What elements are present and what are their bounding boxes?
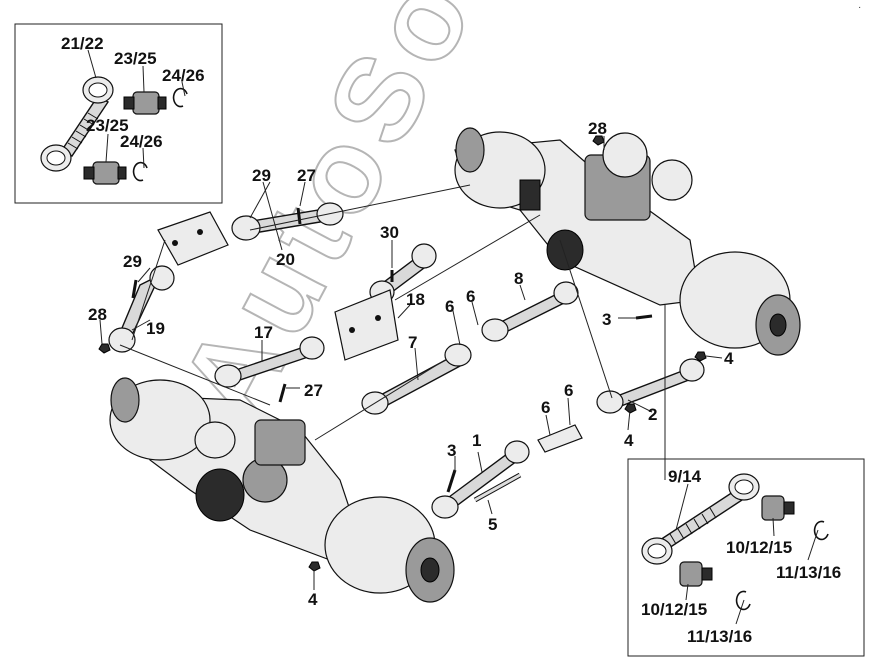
label-11-13-16-upper: 11/13/16 — [776, 563, 841, 582]
label-5: 5 — [488, 515, 497, 534]
label-6-d: 6 — [541, 398, 550, 417]
inset-upper-link-parts — [40, 76, 188, 185]
label-3-left: 3 — [447, 441, 456, 460]
label-17: 17 — [254, 323, 273, 342]
inset-lower-link-parts — [641, 473, 829, 611]
label-10-12-15-lower: 10/12/15 — [641, 600, 707, 619]
link-19 — [108, 265, 175, 353]
label-28-right: 28 — [588, 119, 607, 138]
label-11-13-16-lower: 11/13/16 — [687, 627, 752, 646]
assembly-lines — [99, 136, 723, 590]
bolts-and-nuts — [98, 135, 707, 572]
label-27-upper: 27 — [297, 166, 316, 185]
label-6-b: 6 — [466, 287, 475, 306]
label-7: 7 — [408, 333, 417, 352]
inset-upper-leaders — [87, 49, 186, 169]
link-2 — [596, 358, 705, 414]
label-29-lower: 29 — [123, 252, 142, 271]
link-17 — [214, 336, 325, 388]
label-28-left: 28 — [88, 305, 107, 324]
label-23-25-lower: 23/25 — [86, 116, 129, 135]
inset-lower-leaders — [675, 483, 819, 625]
label-6-a: 6 — [445, 297, 454, 316]
label-27-lower: 27 — [304, 381, 323, 400]
label-1: 1 — [472, 431, 481, 450]
label-18: 18 — [406, 290, 425, 309]
inset-box-lower-link — [627, 458, 865, 657]
rear-drive-axle — [454, 127, 801, 356]
label-4-right: 4 — [724, 349, 734, 368]
part-labels: 21/22 23/25 24/26 23/25 24/26 29 27 20 2… — [61, 34, 841, 646]
label-4-middle: 4 — [624, 431, 634, 450]
link-20 — [231, 202, 344, 241]
bracket-18 — [334, 289, 399, 361]
label-20: 20 — [276, 250, 295, 269]
label-29-upper: 29 — [252, 166, 271, 185]
label-8: 8 — [514, 269, 523, 288]
label-4-bottom: 4 — [308, 590, 318, 609]
label-30: 30 — [380, 223, 399, 242]
link-7 — [361, 343, 472, 415]
bolt-5 — [473, 472, 522, 503]
front-drive-axle — [109, 377, 455, 603]
label-2: 2 — [648, 405, 657, 424]
bracket-29-left — [157, 211, 229, 266]
label-6-c: 6 — [564, 381, 573, 400]
link-8 — [481, 281, 579, 342]
label-24-26-upper: 24/26 — [162, 66, 205, 85]
bracket-6 — [537, 424, 583, 453]
inset-box-upper-link — [14, 23, 223, 204]
corner-mark: · — [858, 2, 861, 13]
label-19: 19 — [146, 319, 165, 338]
label-9-14: 9/14 — [668, 467, 702, 486]
label-3-right: 3 — [602, 310, 611, 329]
link-1 — [431, 440, 530, 519]
label-21-22: 21/22 — [61, 34, 104, 53]
label-10-12-15-upper: 10/12/15 — [726, 538, 792, 557]
link-30 — [369, 243, 437, 304]
label-23-25-upper: 23/25 — [114, 49, 157, 68]
label-24-26-lower: 24/26 — [120, 132, 163, 151]
